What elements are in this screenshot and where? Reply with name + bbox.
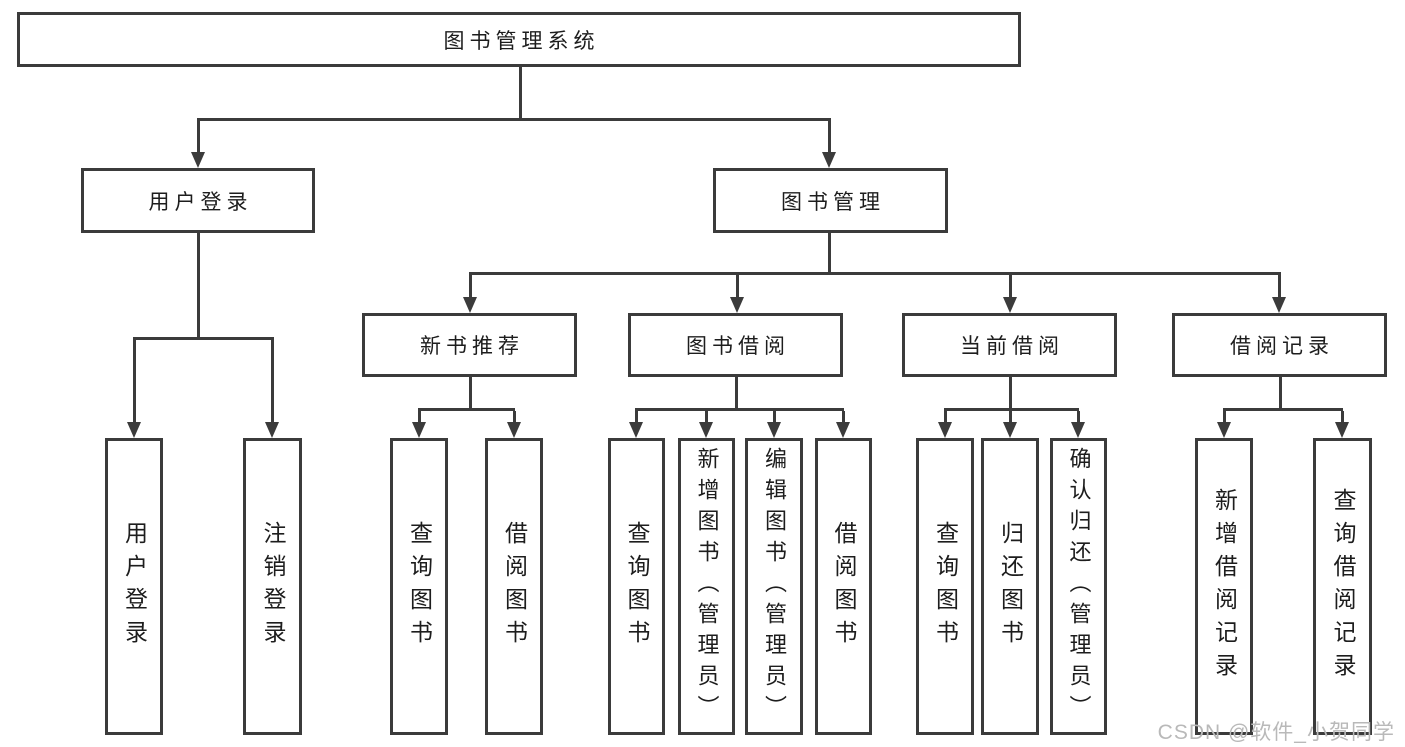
- leaf-borrow-query-books-label: 查询图书: [624, 520, 650, 653]
- connector-line: [513, 411, 516, 422]
- connector-line: [828, 233, 831, 272]
- leaf-return-books: 归还图书: [981, 438, 1039, 735]
- leaf-newbook-query-books-label: 查询图书: [406, 520, 433, 653]
- arrow-down-icon: [1335, 422, 1349, 438]
- leaf-add-borrow-record: 新增借阅记录: [1195, 438, 1253, 735]
- leaf-query-borrow-record: 查询借阅记录: [1313, 438, 1372, 735]
- leaf-newbook-borrow-books: 借阅图书: [485, 438, 543, 735]
- node-current-borrow: 当前借阅: [902, 313, 1117, 377]
- connector-line: [1279, 377, 1282, 408]
- arrow-down-icon: [127, 422, 141, 438]
- connector-line: [418, 408, 515, 411]
- connector-line: [271, 340, 274, 422]
- node-new-book-recommend: 新书推荐: [362, 313, 577, 377]
- csdn-watermark: CSDN @软件_小贺同学: [1157, 721, 1395, 744]
- arrow-down-icon: [836, 422, 850, 438]
- node-book-borrow: 图书借阅: [628, 313, 843, 377]
- arrow-down-icon: [1272, 297, 1286, 313]
- arrow-down-icon: [507, 422, 521, 438]
- leaf-borrow-borrow-books: 借阅图书: [815, 438, 872, 735]
- leaf-add-books-admin: 新增图书（管理员）: [678, 438, 735, 735]
- arrow-down-icon: [412, 422, 426, 438]
- leaf-confirm-return-admin: 确认归还（管理员）: [1050, 438, 1107, 735]
- connector-line: [736, 275, 739, 297]
- leaf-logout-label: 注销登录: [260, 520, 286, 653]
- arrow-down-icon: [1217, 422, 1231, 438]
- node-new-book-recommend-label: 新书推荐: [420, 335, 524, 358]
- leaf-user-login: 用户登录: [105, 438, 163, 735]
- connector-line: [1009, 411, 1012, 422]
- arrow-down-icon: [1003, 422, 1017, 438]
- connector-line: [944, 411, 947, 422]
- leaf-add-borrow-record-label: 新增借阅记录: [1211, 487, 1238, 686]
- node-current-borrow-label: 当前借阅: [960, 335, 1064, 358]
- node-user-login-label: 用户登录: [148, 190, 253, 214]
- leaf-borrow-borrow-books-label: 借阅图书: [831, 520, 857, 653]
- connector-line: [469, 272, 1281, 275]
- node-book-management-label: 图书管理: [781, 190, 885, 214]
- connector-line: [469, 377, 472, 408]
- connector-line: [133, 340, 136, 422]
- connector-line: [418, 411, 421, 422]
- connector-line: [197, 121, 200, 152]
- leaf-user-login-label: 用户登录: [121, 520, 148, 653]
- leaf-current-query-books-label: 查询图书: [932, 520, 959, 653]
- leaf-edit-books-admin: 编辑图书（管理员）: [745, 438, 803, 735]
- arrow-down-icon: [1071, 422, 1085, 438]
- connector-line: [133, 337, 274, 340]
- connector-line: [635, 411, 638, 422]
- connector-line: [1278, 275, 1281, 297]
- leaf-newbook-borrow-books-label: 借阅图书: [501, 520, 528, 653]
- connector-line: [1077, 411, 1080, 422]
- arrow-down-icon: [938, 422, 952, 438]
- arrow-down-icon: [822, 152, 836, 168]
- arrow-down-icon: [265, 422, 279, 438]
- connector-line: [842, 411, 845, 422]
- leaf-return-books-label: 归还图书: [997, 520, 1024, 653]
- node-user-login: 用户登录: [81, 168, 315, 233]
- node-book-borrow-label: 图书借阅: [686, 335, 790, 358]
- node-root-label: 图书管理系统: [443, 29, 600, 53]
- connector-line: [735, 377, 738, 408]
- leaf-borrow-query-books: 查询图书: [608, 438, 665, 735]
- connector-line: [469, 275, 472, 297]
- connector-line: [1341, 411, 1344, 422]
- arrow-down-icon: [767, 422, 781, 438]
- node-book-management: 图书管理: [713, 168, 948, 233]
- leaf-add-books-admin-label: 新增图书（管理员）: [694, 447, 720, 726]
- connector-line: [197, 233, 200, 337]
- connector-line: [944, 408, 1079, 411]
- leaf-edit-books-admin-label: 编辑图书（管理员）: [762, 447, 787, 726]
- leaf-confirm-return-admin-label: 确认归还（管理员）: [1066, 447, 1092, 726]
- arrow-down-icon: [191, 152, 205, 168]
- leaf-query-borrow-record-label: 查询借阅记录: [1330, 487, 1356, 686]
- connector-line: [519, 67, 522, 118]
- connector-line: [197, 118, 831, 121]
- leaf-current-query-books: 查询图书: [916, 438, 974, 735]
- connector-line: [1223, 408, 1343, 411]
- connector-line: [773, 411, 776, 422]
- node-root-library-system: 图书管理系统: [17, 12, 1021, 67]
- node-borrow-record: 借阅记录: [1172, 313, 1387, 377]
- connector-line: [635, 408, 844, 411]
- arrow-down-icon: [699, 422, 713, 438]
- arrow-down-icon: [1003, 297, 1017, 313]
- connector-line: [1009, 275, 1012, 297]
- connector-line: [828, 121, 831, 152]
- leaf-logout: 注销登录: [243, 438, 302, 735]
- connector-line: [1223, 411, 1226, 422]
- arrow-down-icon: [463, 297, 477, 313]
- leaf-newbook-query-books: 查询图书: [390, 438, 448, 735]
- connector-line: [1009, 377, 1012, 408]
- connector-line: [705, 411, 708, 422]
- arrow-down-icon: [629, 422, 643, 438]
- node-borrow-record-label: 借阅记录: [1230, 335, 1334, 358]
- arrow-down-icon: [730, 297, 744, 313]
